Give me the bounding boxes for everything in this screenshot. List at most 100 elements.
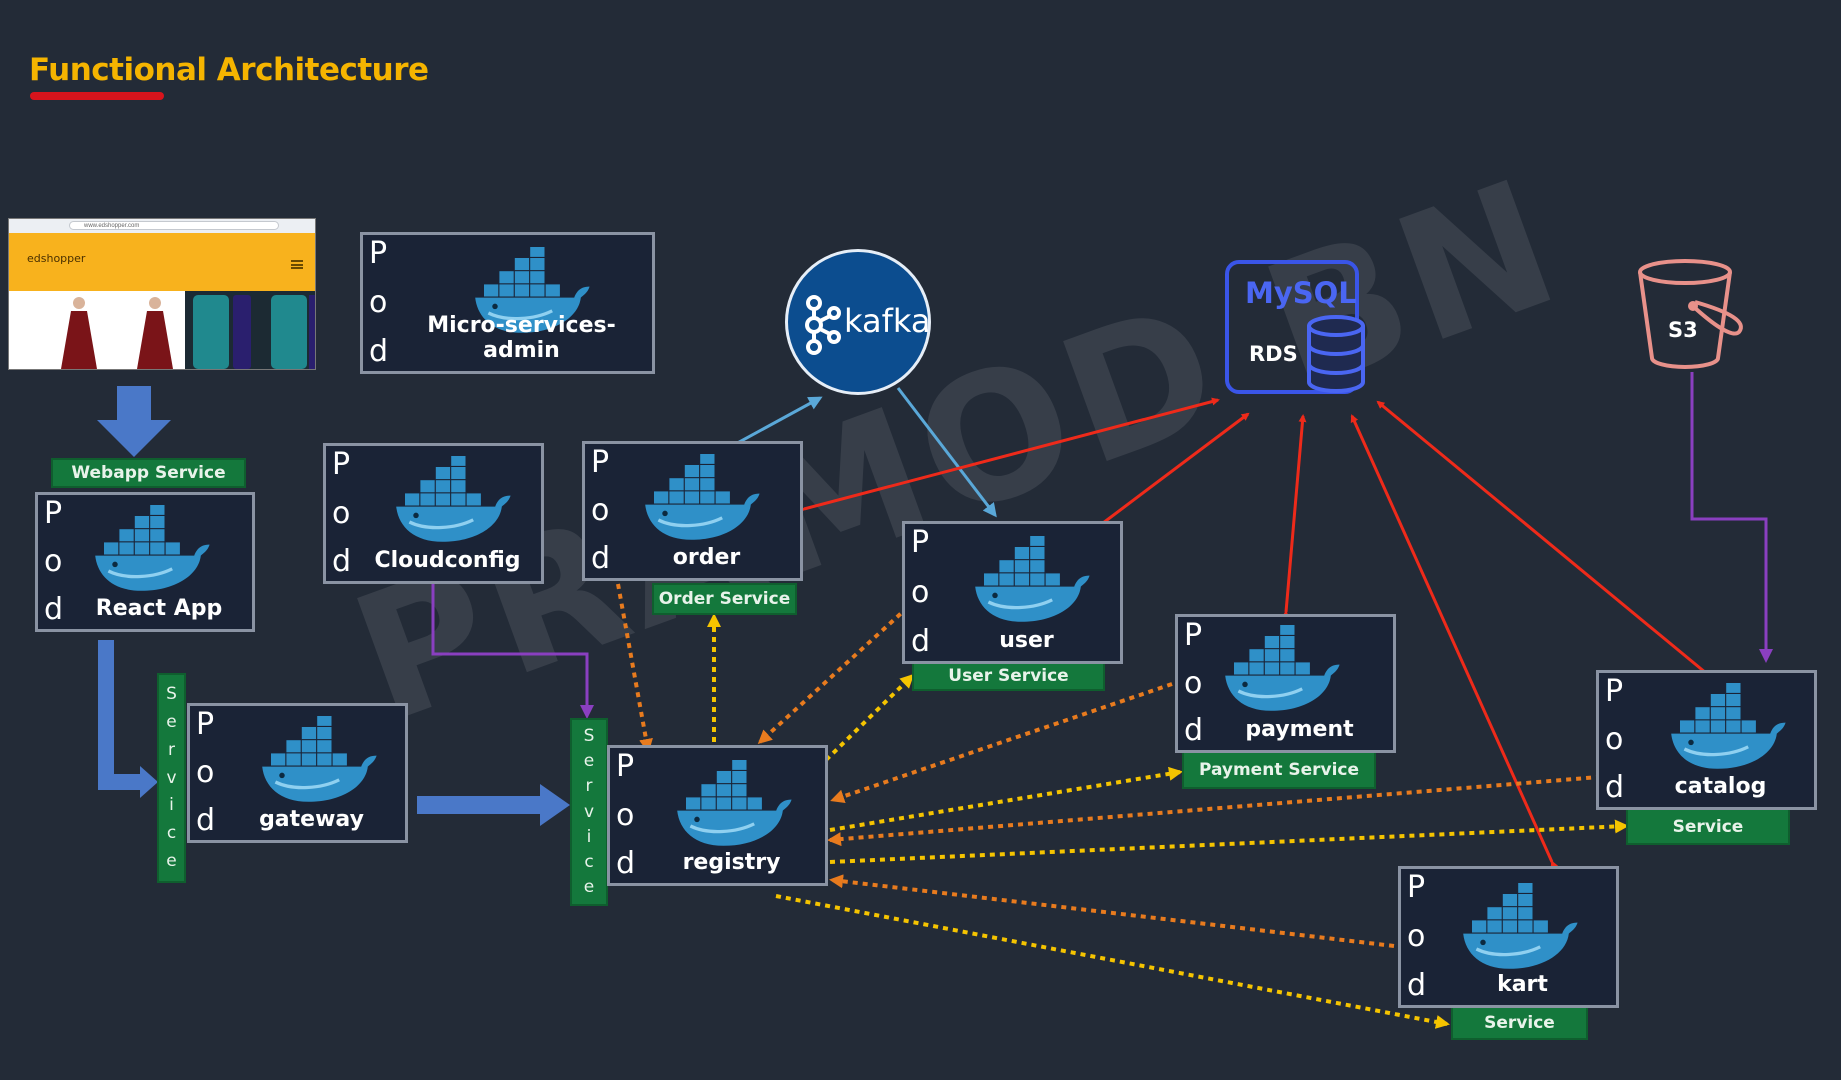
pod-letter: P	[591, 445, 610, 480]
webapp-preview: www.edshopper.com edshopper	[8, 218, 316, 370]
order-service: Order Service	[652, 583, 797, 615]
user-service: User Service	[912, 660, 1105, 691]
webapp-service: Webapp Service	[51, 458, 246, 488]
pod-letter: P	[196, 707, 215, 742]
docker-whale-icon	[973, 533, 1094, 629]
registry-user-line	[824, 673, 915, 762]
discovery-connectors	[707, 613, 1629, 1029]
rds-label: RDS	[1249, 342, 1298, 366]
pod-letter: o	[44, 544, 63, 579]
vertical-service-letter: i	[586, 826, 592, 847]
pod-letter: o	[1184, 665, 1203, 701]
docker-whale-icon	[93, 502, 214, 598]
mysql-rds: MySQL RDS	[1225, 260, 1365, 394]
kart-register-line	[829, 874, 1395, 948]
vertical-service-letter: e	[166, 851, 177, 872]
registry-payment-line	[829, 766, 1183, 832]
kafka-to-user-line	[896, 387, 997, 518]
pod-letter: P	[911, 525, 930, 560]
pod-letter: d	[616, 846, 636, 881]
title-underline	[30, 92, 164, 100]
pod-letter: o	[1605, 722, 1624, 757]
pod-letter: o	[196, 755, 215, 790]
order-db-line	[797, 397, 1220, 515]
page-title: Functional Architecture	[29, 52, 429, 88]
pod-letter: d	[44, 592, 64, 627]
docker-whale-icon	[1223, 622, 1344, 718]
catalog-register-line	[827, 774, 1612, 847]
vertical-service-letter: e	[583, 876, 595, 897]
registry-kart-line	[775, 894, 1450, 1029]
pod-label: catalog	[1674, 774, 1767, 799]
pod-letter: P	[1407, 870, 1426, 905]
pod-letter: o	[591, 493, 610, 528]
pod-label: user	[999, 628, 1054, 653]
pod-letter: o	[1407, 919, 1426, 954]
s3-to-catalog-line	[1690, 372, 1773, 663]
docker-whale-icon	[1461, 880, 1582, 976]
pod-label: order	[672, 545, 741, 570]
s3-bucket-icon	[1638, 259, 1743, 369]
vertical-service-letter: S	[166, 683, 177, 704]
pod-label: gateway	[259, 807, 364, 832]
pod-label: React App	[95, 596, 223, 621]
pod-label: payment	[1245, 717, 1354, 742]
pod-letter: d	[911, 624, 931, 659]
pod-letter: d	[1407, 968, 1427, 1003]
vertical-service-letter: c	[166, 823, 177, 844]
webapp-banner	[9, 233, 315, 291]
pod-letter: d	[196, 803, 216, 838]
vertical-service-letter: r	[168, 739, 175, 760]
pod-letter: o	[332, 495, 351, 531]
vertical-service-letter: v	[166, 767, 177, 788]
mysql-database-icon	[1307, 315, 1365, 393]
vertical-service-letter: r	[585, 776, 593, 797]
dress-model-icon	[61, 297, 97, 369]
flow-arrows	[97, 386, 570, 826]
pod-letter: P	[369, 236, 388, 271]
docker-whale-icon	[394, 453, 515, 549]
pod-letter: o	[911, 574, 930, 610]
vertical-service-letter: e	[583, 751, 595, 772]
pod-label: Micro-services-admin	[427, 313, 616, 363]
dress-model-icon	[137, 297, 173, 369]
payment-db-line	[1281, 414, 1307, 619]
pod-letter: o	[616, 797, 635, 833]
pod-letter: P	[616, 749, 635, 784]
docker-whale-icon	[473, 244, 594, 340]
pod-letter: P	[44, 496, 63, 531]
docker-whale-icon	[643, 451, 764, 547]
react-to-service-arrowhead	[140, 766, 158, 798]
pod-letter: P	[1184, 618, 1203, 653]
kafka-label: kafka	[844, 302, 931, 340]
browser-bar: www.edshopper.com	[9, 219, 315, 234]
kafka-broker: kafka	[785, 249, 931, 395]
react-to-service-arrow	[98, 640, 140, 790]
cloudconfig-to-service-line	[431, 583, 594, 719]
s3-label: S3	[1668, 318, 1698, 342]
browser-url: www.edshopper.com	[69, 221, 279, 230]
vertical-service-letter: S	[583, 726, 595, 747]
pod-letter: P	[1605, 674, 1624, 709]
catalog-service: Service	[1626, 808, 1790, 845]
